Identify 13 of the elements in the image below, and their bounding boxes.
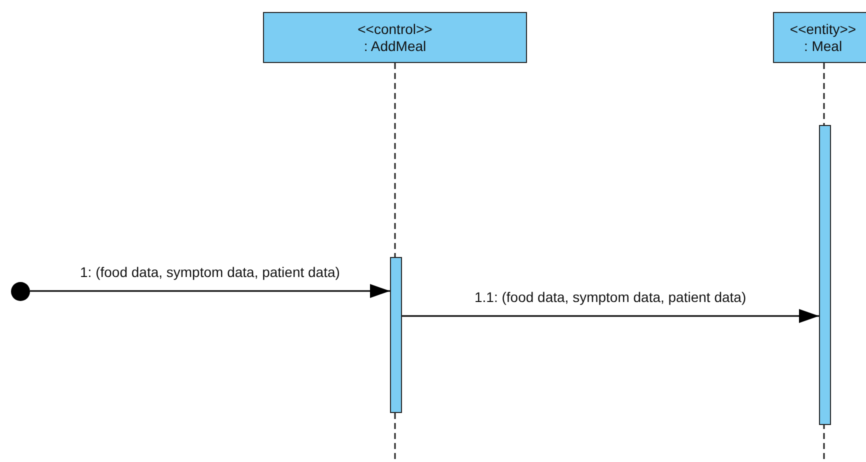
message-label: 1: (food data, symptom data, patient data) (78, 264, 342, 280)
activation-bar (819, 125, 831, 425)
activation-bar (390, 257, 402, 413)
object-name: : Meal (804, 38, 842, 54)
lifeline-head-box (263, 12, 527, 63)
message-label: 1.1: (food data, symptom data, patient data) (472, 289, 748, 305)
object-name: : AddMeal (364, 38, 426, 54)
message-arrow (30, 284, 390, 298)
lifeline-head-box (773, 12, 866, 63)
stereotype-label: <<control>> (358, 20, 432, 38)
stereotype-label: <<entity>> (790, 20, 856, 38)
start-dot (11, 282, 30, 301)
message-arrow (402, 309, 819, 323)
